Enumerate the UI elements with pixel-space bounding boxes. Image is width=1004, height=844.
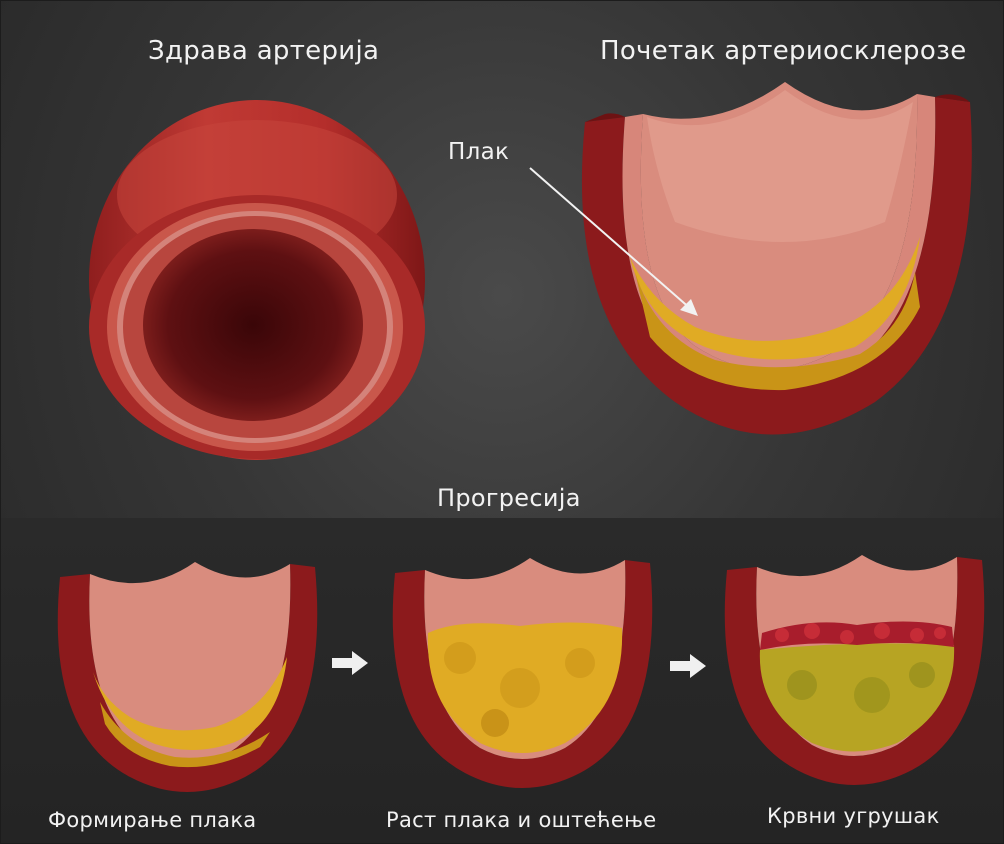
progression-label: Прогресија xyxy=(437,484,581,512)
healthy-artery-label: Здрава артерија xyxy=(148,36,379,66)
healthy-artery-illustration xyxy=(85,95,430,465)
plaque-growth-illustration xyxy=(380,548,665,798)
progression-arrow-1 xyxy=(330,650,370,676)
plaque-formation-label: Формирање плака xyxy=(48,808,256,832)
plaque-label: Плак xyxy=(448,139,509,165)
progression-arrow-2 xyxy=(668,653,708,679)
plaque-pointer-arrow xyxy=(520,160,710,320)
plaque-formation-illustration xyxy=(45,552,330,802)
early-arteriosclerosis-label: Почетак артериосклерозе xyxy=(600,36,967,66)
blood-clot-illustration xyxy=(712,545,997,795)
plaque-growth-damage-label: Раст плака и оштећење xyxy=(386,808,656,832)
blood-clot-label: Крвни угрушак xyxy=(767,804,940,828)
